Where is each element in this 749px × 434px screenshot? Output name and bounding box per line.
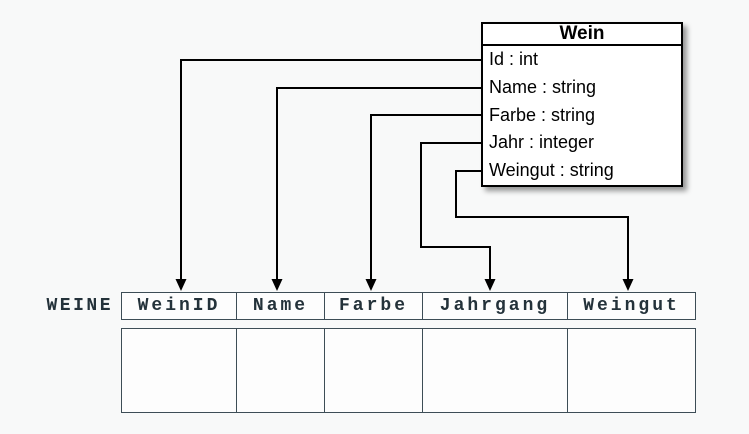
connector-line xyxy=(420,142,491,279)
connector-line xyxy=(455,170,629,279)
class-attribute: Farbe : string xyxy=(489,104,596,125)
table-body-cell xyxy=(237,328,325,413)
connector-jahr-to-jahrgang xyxy=(420,142,496,291)
class-attribute: Id : int xyxy=(489,49,539,69)
column-header: Name xyxy=(237,292,325,320)
arrowhead-icon xyxy=(271,279,283,291)
class-attribute: Weingut : string xyxy=(489,160,614,181)
table-header-row: WeinID Name Farbe Jahrgang Weingut xyxy=(121,292,696,320)
connector-weingut-to-weingut xyxy=(455,170,634,291)
connector-name-to-name xyxy=(271,87,481,291)
table-body-row xyxy=(121,328,696,413)
column-header: WeinID xyxy=(121,292,237,320)
arrowhead-icon xyxy=(622,279,634,291)
table-name-label: WEINE xyxy=(46,296,113,316)
table-body-cell xyxy=(325,328,423,413)
column-header: Jahrgang xyxy=(423,292,568,320)
connector-line xyxy=(276,87,481,279)
class-title: Wein xyxy=(483,23,681,46)
arrowhead-icon xyxy=(484,279,496,291)
connector-id-to-weinid xyxy=(175,59,481,291)
column-header: Weingut xyxy=(568,292,696,320)
column-header: Farbe xyxy=(325,292,423,320)
connector-farbe-to-farbe xyxy=(365,114,481,291)
connector-line xyxy=(180,59,481,279)
class-attribute: Name : string xyxy=(489,76,597,97)
class-attribute: Jahr : integer xyxy=(489,132,595,153)
table-body-cell xyxy=(568,328,696,413)
class-attribute-list: Id : int Name : string Farbe : string Ja… xyxy=(483,46,681,185)
uml-class-box: Wein Id : int Name : string Farbe : stri… xyxy=(481,22,683,187)
arrowhead-icon xyxy=(175,279,187,291)
arrowhead-icon xyxy=(365,279,377,291)
connector-line xyxy=(370,114,481,279)
table-body-cell xyxy=(423,328,568,413)
table-body-cell xyxy=(121,328,237,413)
